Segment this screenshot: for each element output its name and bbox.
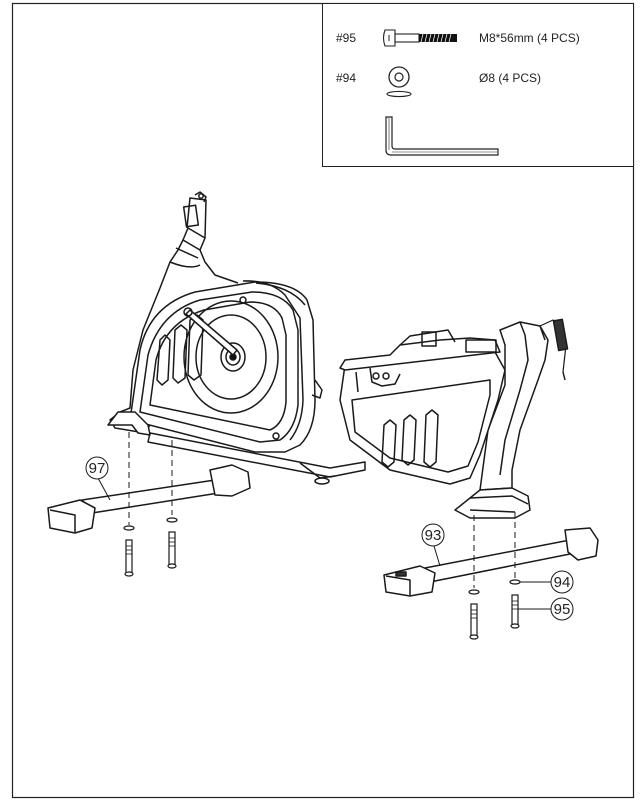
part-code-95: #95 <box>336 31 356 45</box>
callout-95: 95 <box>518 597 574 621</box>
rear-foot-bracket <box>107 411 151 436</box>
bolt-front-right <box>510 594 520 629</box>
front-frame <box>339 318 569 519</box>
washer-rear-right <box>166 517 178 523</box>
part-code-94: #94 <box>336 71 356 85</box>
svg-text:97: 97 <box>89 460 106 477</box>
parts-box-frame <box>322 3 634 167</box>
fasteners <box>123 432 521 640</box>
svg-text:94: 94 <box>554 574 571 591</box>
washer-rear-left <box>123 525 135 531</box>
exercise-bike <box>107 191 569 519</box>
svg-text:95: 95 <box>554 601 571 618</box>
bolt-front-left <box>469 603 479 640</box>
svg-text:93: 93 <box>425 527 442 544</box>
main-frame-rail <box>147 432 366 485</box>
callout-93: 93 <box>421 523 445 567</box>
bolt-rear-right <box>167 531 177 569</box>
parts-box: #95 M8*56mm (4 PCS) #94 Ø8 (4 PCS) <box>322 3 634 167</box>
callout-97: 97 <box>85 456 111 501</box>
rear-stabilizer <box>47 464 251 534</box>
bolt-rear-left <box>124 539 134 577</box>
part-spec-94: Ø8 (4 PCS) <box>479 71 541 85</box>
bolt-icon <box>382 29 457 47</box>
rear-frame <box>109 191 323 453</box>
washer-front-right <box>509 579 521 585</box>
callout-94: 94 <box>520 570 574 594</box>
part-spec-95: M8*56mm (4 PCS) <box>479 31 580 45</box>
washer-icon <box>386 66 412 98</box>
washer-front-left <box>468 589 480 595</box>
allen-key-icon <box>385 116 499 156</box>
callouts: 97 93 94 95 <box>85 456 574 621</box>
front-stabilizer <box>383 527 599 597</box>
